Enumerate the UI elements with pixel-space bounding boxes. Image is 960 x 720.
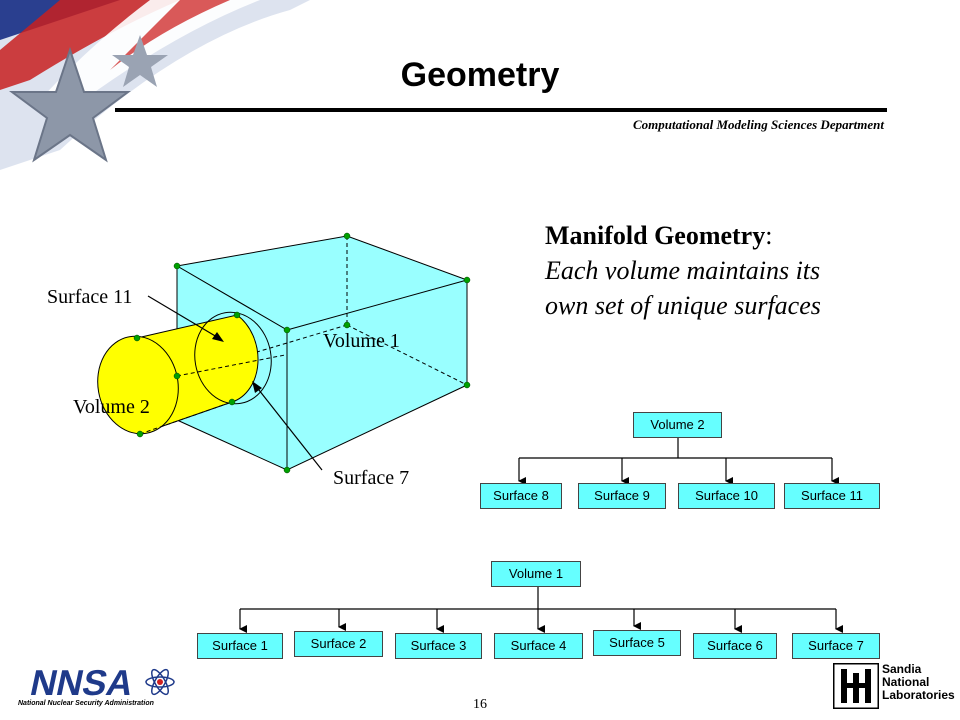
tree-node-surface-5: Surface 5 — [593, 630, 681, 656]
tree-connectors — [239, 438, 843, 633]
tree-node-surface-8: Surface 8 — [480, 483, 562, 509]
tree-node-surface-3: Surface 3 — [395, 633, 482, 659]
sandia-line-2: National — [882, 675, 930, 689]
manifold-heading: Manifold Geometry — [545, 221, 766, 250]
sandia-line-1: Sandia — [882, 662, 922, 676]
manifold-body: Each volume maintains its own set of uni… — [545, 256, 821, 320]
label-volume-2: Volume 2 — [73, 396, 150, 418]
tree-node-surface-4: Surface 4 — [494, 633, 583, 659]
tree-node-surface-9: Surface 9 — [578, 483, 666, 509]
star-icon — [8, 46, 132, 163]
tree-node-volume-1: Volume 1 — [491, 561, 581, 587]
manifold-description: Manifold Geometry: Each volume maintains… — [545, 218, 865, 323]
tree-node-surface-6: Surface 6 — [693, 633, 777, 659]
geometry-figure — [97, 232, 471, 474]
tree-node-surface-10: Surface 10 — [678, 483, 775, 509]
page-number: 16 — [473, 697, 487, 712]
sandia-thunderbird-icon — [833, 663, 879, 709]
title-divider — [115, 108, 887, 112]
tree-node-surface-2: Surface 2 — [294, 631, 383, 657]
label-volume-1: Volume 1 — [323, 330, 400, 352]
sandia-line-3: Laboratories — [882, 688, 955, 702]
tree-node-surface-7: Surface 7 — [792, 633, 880, 659]
tree-node-surface-11: Surface 11 — [784, 483, 880, 509]
tree-node-surface-1: Surface 1 — [197, 633, 283, 659]
nnsa-logo: NNSA — [27, 662, 175, 700]
star-icon — [112, 35, 168, 87]
page-title: Geometry — [400, 56, 560, 94]
nnsa-logo-text: NNSA — [27, 662, 138, 700]
manifold-colon: : — [765, 221, 773, 250]
vertex-points — [133, 232, 471, 474]
atom-icon — [145, 668, 175, 696]
tree-node-volume-2: Volume 2 — [633, 412, 722, 438]
label-surface-11: Surface 11 — [47, 286, 133, 308]
nnsa-caption: National Nuclear Security Administration — [18, 700, 154, 707]
flag-star-banner — [0, 0, 310, 170]
sandia-wordmark: Sandia National Laboratories — [882, 662, 955, 702]
department-name: Computational Modeling Sciences Departme… — [633, 117, 884, 132]
label-surface-7: Surface 7 — [333, 467, 410, 489]
